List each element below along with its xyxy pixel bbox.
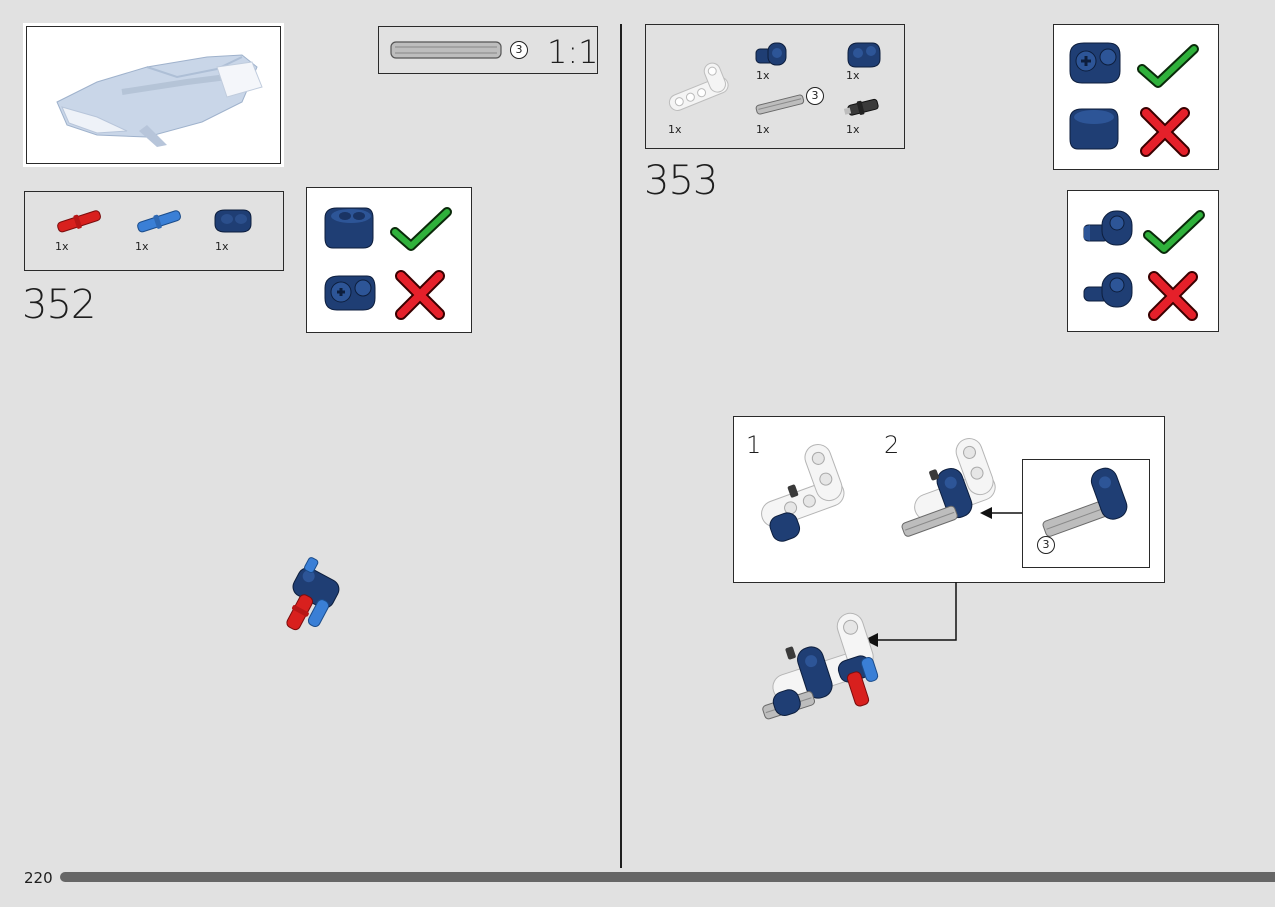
dark-blue-axle-connector-icon bbox=[1083, 210, 1133, 246]
scale-ratio: 1:1 bbox=[547, 33, 599, 71]
white-liftarm-icon bbox=[668, 62, 729, 111]
checkmark-icon bbox=[1143, 210, 1205, 254]
dark-blue-cross-block-icon bbox=[1069, 42, 1121, 84]
step-352-number: 352 bbox=[22, 282, 96, 328]
part-qty: 1x bbox=[668, 123, 682, 136]
substep-1-image bbox=[761, 443, 845, 542]
arrow-icon bbox=[980, 507, 1022, 519]
blue-axle-pin-icon bbox=[137, 210, 181, 233]
dark-blue-connector-icon bbox=[214, 209, 252, 233]
dark-blue-connector-icon bbox=[1069, 108, 1119, 150]
substep-2-number: 2 bbox=[884, 431, 900, 459]
cross-icon bbox=[1140, 107, 1190, 157]
page-divider bbox=[620, 24, 622, 868]
part-qty: 1x bbox=[846, 69, 860, 82]
model-overview-image bbox=[56, 54, 263, 147]
dark-blue-axle-connector-icon bbox=[324, 275, 376, 311]
step-353-orientation-hint-block bbox=[1053, 24, 1219, 170]
grey-axle-icon bbox=[755, 94, 805, 115]
step-352-orientation-hint bbox=[306, 187, 472, 333]
subassembly-callout: 3 bbox=[1022, 459, 1150, 568]
scale-count-badge: 3 bbox=[510, 41, 528, 59]
checkmark-icon bbox=[1137, 44, 1199, 88]
step-353-orientation-hint-connector bbox=[1067, 190, 1219, 332]
part-count-badge: 3 bbox=[806, 87, 824, 105]
substep-2-image bbox=[901, 438, 996, 537]
grey-axle-icon bbox=[390, 41, 502, 59]
cross-icon bbox=[395, 270, 445, 320]
step-353-assembly bbox=[762, 612, 879, 720]
scale-indicator: 3 1:1 bbox=[378, 26, 599, 74]
checkmark-icon bbox=[390, 207, 452, 251]
page-number: 220 bbox=[24, 869, 53, 887]
substep-1-number: 1 bbox=[746, 431, 762, 459]
step-352-parts-list: 1x 1x 1x bbox=[24, 191, 284, 271]
dark-blue-axle-connector-icon bbox=[755, 42, 787, 66]
dark-blue-cross-block-icon bbox=[847, 42, 881, 68]
dark-blue-connector-icon bbox=[324, 207, 374, 249]
dark-blue-axle-connector-icon bbox=[1083, 272, 1133, 308]
assembly-arrow-icon bbox=[864, 582, 957, 647]
callout-count-badge: 3 bbox=[1037, 536, 1055, 554]
part-qty: 1x bbox=[756, 69, 770, 82]
red-pin-icon bbox=[57, 210, 101, 233]
part-qty: 1x bbox=[215, 240, 229, 253]
part-qty: 1x bbox=[55, 240, 69, 253]
progress-bar-fill bbox=[60, 872, 1275, 882]
part-qty: 1x bbox=[135, 240, 149, 253]
black-bush-icon bbox=[843, 98, 879, 116]
part-qty: 1x bbox=[756, 123, 770, 136]
step-353-number: 353 bbox=[644, 158, 718, 204]
step-353-parts-list: 1x 1x 3 1x 1x 1x bbox=[645, 24, 905, 149]
step-352-assembly bbox=[286, 557, 340, 631]
part-qty: 1x bbox=[846, 123, 860, 136]
cross-icon bbox=[1148, 271, 1198, 321]
progress-bar-track bbox=[60, 872, 1275, 882]
model-overview-panel bbox=[26, 26, 281, 164]
axle-with-connector-image bbox=[1042, 467, 1128, 537]
subassembly-panel: 1 2 bbox=[733, 416, 1165, 583]
